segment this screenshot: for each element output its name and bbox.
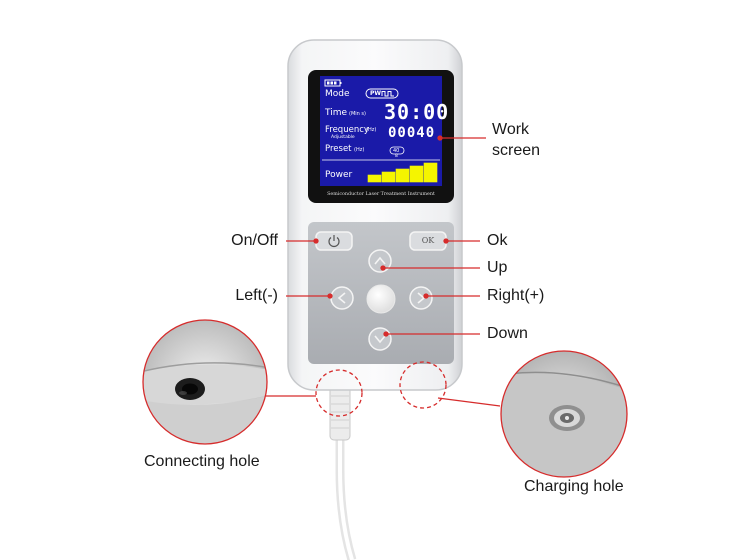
down-label: Down [487,325,528,342]
left-label: Left(-) [235,287,278,304]
up-label: Up [487,259,508,276]
time-unit: (Min s) [349,111,366,117]
down-button[interactable] [368,327,392,351]
frequency-label: Frequency [325,125,369,135]
time-label: Time [325,108,348,118]
ok-button-label: OK [421,236,435,245]
chevron-left-icon [337,292,346,304]
bezel-caption: Semiconductor Laser Treatment Instrument [327,192,435,197]
power-bar-segment [367,174,382,183]
callout-lines [258,135,501,407]
connecting-hole-zoom [142,319,268,445]
pulse-wave-icon [365,88,399,99]
power-bar-segment [381,171,396,183]
connecting-hole-label: Connecting hole [144,453,260,470]
preset-unit: (Hz) [354,147,365,153]
work-screen-label: Work screen [492,119,540,161]
battery-icon [324,79,342,87]
mode-label: Mode [325,89,350,99]
chevron-up-icon [374,256,386,265]
power-bars [367,162,438,183]
charging-hole-zoom [500,350,628,478]
power-bar-segment [409,165,424,183]
power-bar-segment [423,162,438,183]
preset-value: 40 [393,147,400,154]
charging-hole-marker [399,361,447,409]
time-value: 30:00 [384,100,450,124]
ok-label: Ok [487,232,508,249]
power-label: Power [325,170,353,180]
center-button[interactable] [366,284,396,314]
frequency-value: 00040 [388,125,436,141]
work-screen-line-2: screen [492,142,541,159]
cable [329,379,357,560]
chevron-down-icon [374,335,386,344]
right-button[interactable] [409,286,433,310]
power-bar-segment [395,168,410,183]
work-screen-line-1: Work [492,121,530,138]
power-button[interactable] [315,231,353,251]
right-label: Right(+) [487,287,545,304]
frequency-sub: Adjustable [331,135,355,140]
left-button[interactable] [330,286,354,310]
mode-value: PW [370,90,382,97]
preset-sub: 8 [395,154,398,159]
chevron-right-icon [417,292,426,304]
frequency-unit: (Hz) [366,127,377,133]
power-icon [328,235,340,248]
up-button[interactable] [368,249,392,273]
on-off-label: On/Off [231,232,278,249]
connecting-hole-marker [315,369,363,417]
preset-pill [389,146,405,155]
preset-label: Preset [325,144,352,154]
charging-hole-label: Charging hole [524,478,624,495]
